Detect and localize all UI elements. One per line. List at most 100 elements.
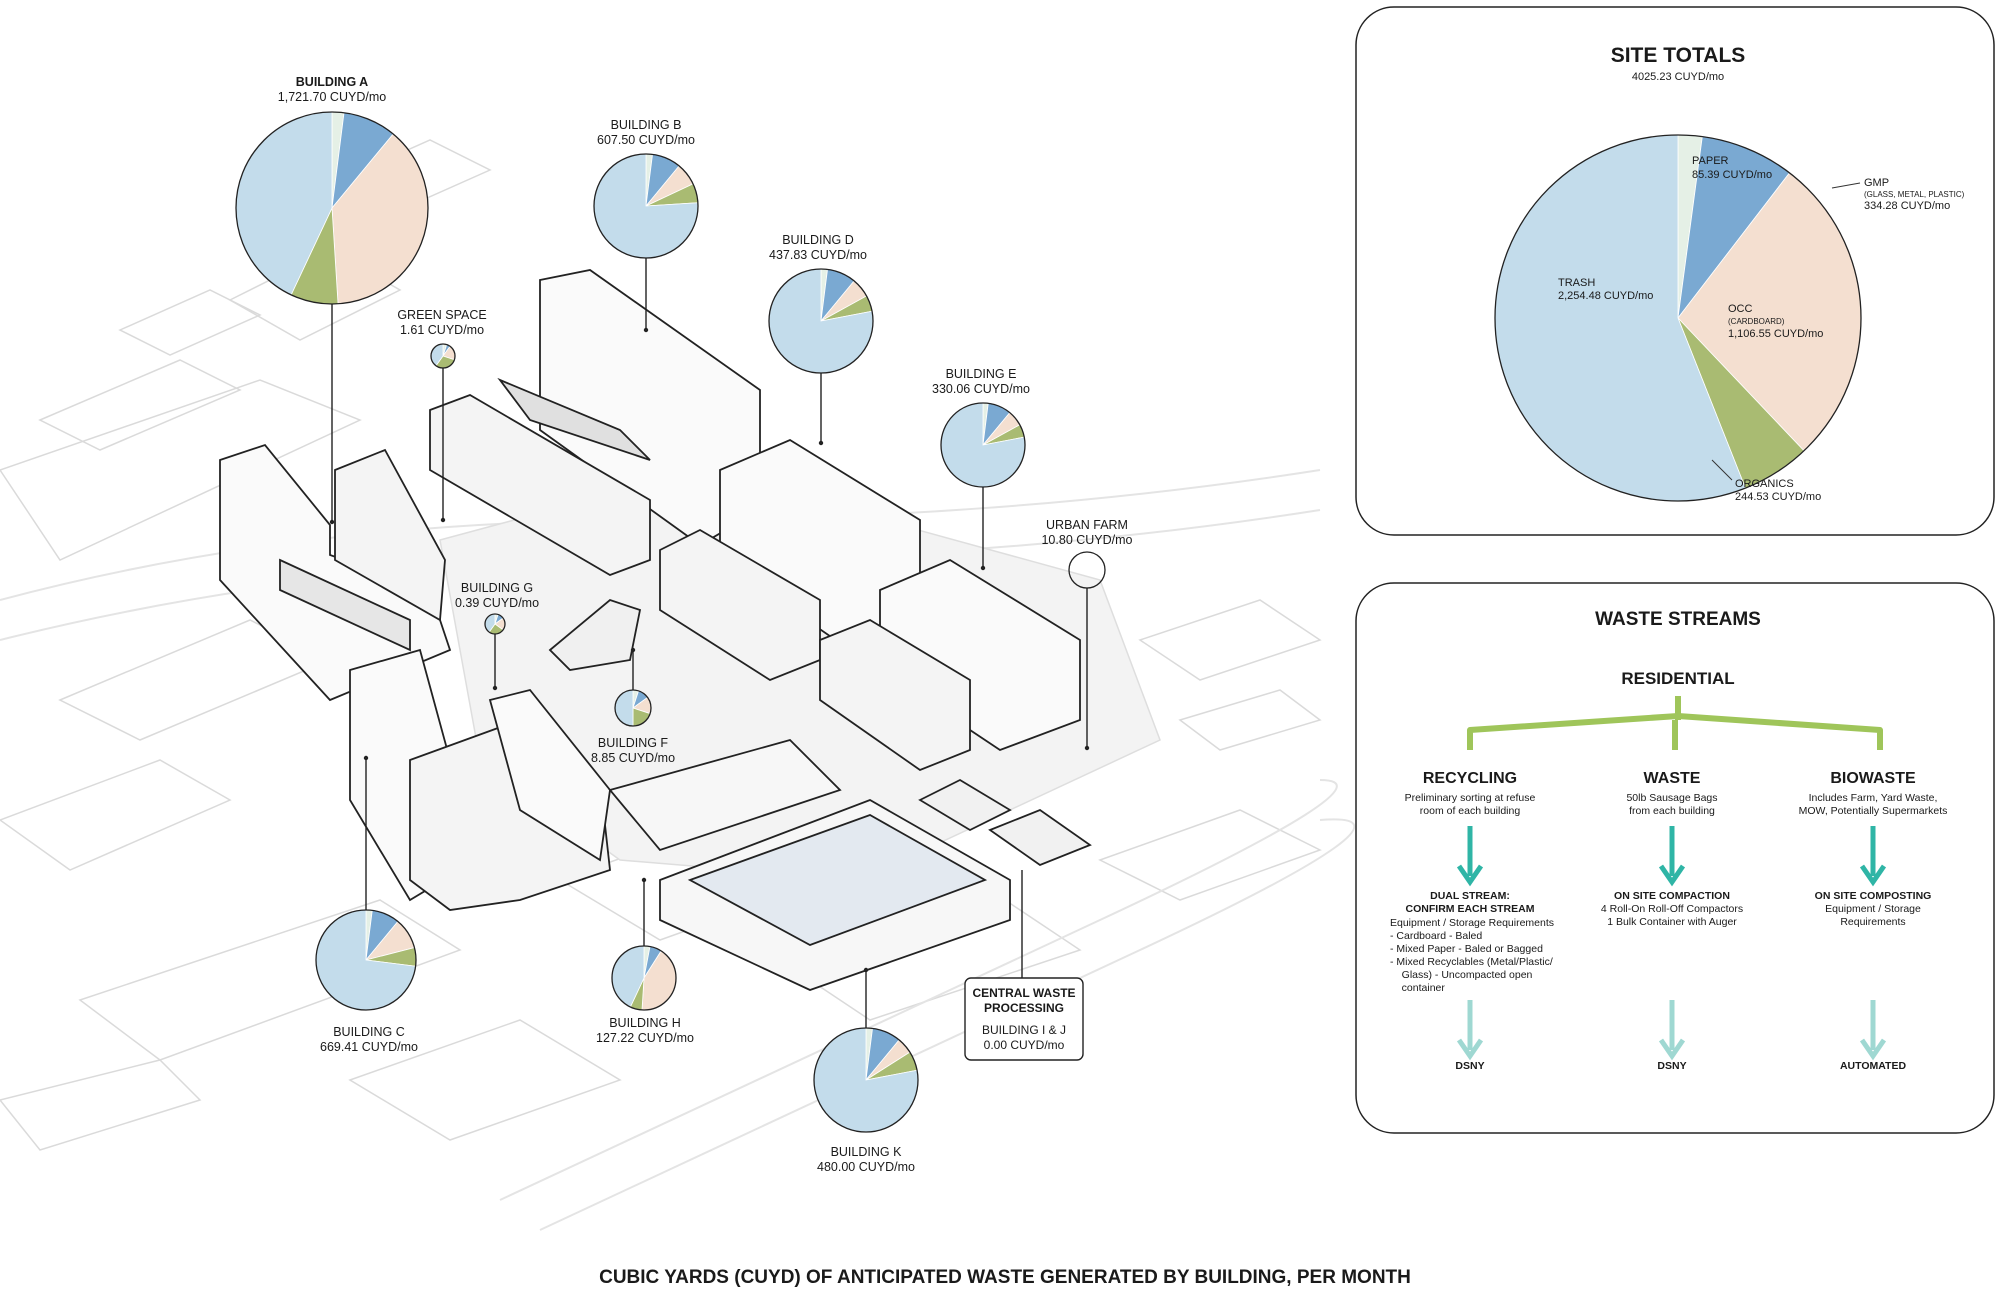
leader-dot-g (492, 685, 498, 691)
biowaste-desc-2: MOW, Potentially Supermarkets (1799, 805, 1948, 817)
building-e-mass (819, 558, 1081, 772)
building-f-mass (548, 598, 642, 671)
recycling-step-title-1: DUAL STREAM: (1430, 890, 1510, 902)
recycling-title: RECYCLING (1423, 770, 1517, 787)
recycling-desc-2: room of each building (1420, 805, 1521, 817)
building-h-name: BUILDING H (609, 1016, 681, 1030)
site-totals-title: SITE TOTALS (1611, 44, 1746, 67)
building-c-value: 669.41 CUYD/mo (320, 1040, 418, 1054)
recycling-step-line: - Mixed Paper - Baled or Bagged (1390, 943, 1543, 955)
recycling-step-line: container (1390, 982, 1445, 994)
building-e-value: 330.06 CUYD/mo (932, 382, 1030, 396)
pie-e (940, 402, 1026, 488)
central-title-2: PROCESSING (984, 1001, 1064, 1015)
waste-arrow-bottom (1658, 1000, 1686, 1061)
building-h-value: 127.22 CUYD/mo (596, 1031, 694, 1045)
organics-leader (1711, 459, 1733, 481)
waste-streams-title: WASTE STREAMS (1595, 609, 1761, 630)
leader-dot-gs (440, 517, 446, 523)
pie-b (593, 153, 699, 259)
occ-sublabel: (CARDBOARD) (1728, 317, 1785, 326)
figure-caption: CUBIC YARDS (CUYD) OF ANTICIPATED WASTE … (599, 1267, 1411, 1288)
urban-farm-value: 10.80 CUYD/mo (1041, 533, 1132, 547)
biowaste-desc-1: Includes Farm, Yard Waste, (1809, 792, 1938, 804)
occ-label: OCC (1728, 303, 1753, 315)
recycling-arrow-bottom (1456, 1000, 1484, 1061)
pie-a (235, 111, 429, 305)
biowaste-step-line: Requirements (1840, 916, 1905, 928)
building-d-name: BUILDING D (782, 233, 854, 247)
recycling-step-line: Glass) - Uncompacted open (1390, 969, 1533, 981)
pie-gs (430, 343, 456, 369)
leader-dot-c (363, 755, 369, 761)
central-title-1: CENTRAL WASTE (972, 986, 1075, 1000)
building-a-name: BUILDING A (296, 75, 368, 89)
site-totals-outline (1494, 134, 1862, 502)
leader-dot-e (980, 565, 986, 571)
central-building-value: 0.00 CUYD/mo (984, 1038, 1065, 1052)
building-b-mass (429, 269, 761, 576)
leader-dot-a (329, 519, 335, 525)
pie-k (813, 1027, 919, 1133)
building-f-name: BUILDING F (598, 736, 669, 750)
paper-label: PAPER (1692, 155, 1729, 167)
building-a-value: 1,721.70 CUYD/mo (278, 90, 386, 104)
pie-g (484, 613, 506, 635)
leader-lines (329, 258, 1090, 1028)
recycling-end: DSNY (1455, 1060, 1484, 1072)
waste-end: DSNY (1657, 1060, 1686, 1072)
building-ij-mass (918, 778, 1092, 867)
building-c-name: BUILDING C (333, 1025, 405, 1039)
building-a-mass (219, 443, 452, 702)
pie-d (768, 268, 874, 374)
building-c-mass (349, 648, 611, 911)
building-h-mass (608, 738, 842, 852)
waste-step-title: ON SITE COMPACTION (1614, 890, 1730, 902)
building-pies (235, 111, 1106, 1133)
stream-recycling: RECYCLING Preliminary sorting at refuse … (1390, 770, 1554, 1072)
recycling-step-line: - Cardboard - Baled (1390, 930, 1482, 942)
biowaste-title: BIOWASTE (1830, 770, 1916, 787)
recycling-step-line: - Mixed Recyclables (Metal/Plastic/ (1390, 956, 1553, 968)
trash-label: TRASH (1558, 277, 1595, 289)
building-b-value: 607.50 CUYD/mo (597, 133, 695, 147)
biowaste-step-title: ON SITE COMPOSTING (1815, 890, 1932, 902)
building-labels: BUILDING A 1,721.70 CUYD/mo BUILDING B 6… (278, 75, 1133, 1174)
waste-arrow-top (1658, 826, 1686, 887)
building-g-name: BUILDING G (461, 581, 533, 595)
leader-dot-d (818, 440, 824, 446)
gmp-label: GMP (1864, 177, 1889, 189)
pie-h (611, 945, 677, 1011)
organics-value: 244.53 CUYD/mo (1735, 491, 1821, 503)
trash-value: 2,254.48 CUYD/mo (1558, 290, 1653, 302)
building-k-name: BUILDING K (831, 1145, 903, 1159)
leader-dot-h (641, 877, 647, 883)
building-k-value: 480.00 CUYD/mo (817, 1160, 915, 1174)
site-totals-labels: PAPER 85.39 CUYD/mo GMP (GLASS, METAL, P… (1558, 155, 1965, 503)
paper-value: 85.39 CUYD/mo (1692, 169, 1772, 181)
waste-step-line: 1 Bulk Container with Auger (1607, 916, 1737, 928)
leader-dot-b (643, 327, 649, 333)
gmp-value: 334.28 CUYD/mo (1864, 200, 1950, 212)
central-waste-callout: CENTRAL WASTE PROCESSING BUILDING I & J … (964, 870, 1084, 1061)
pie-c (315, 909, 417, 1011)
building-b-name: BUILDING B (611, 118, 682, 132)
building-e-name: BUILDING E (946, 367, 1017, 381)
waste-title: WASTE (1644, 770, 1701, 787)
organics-label: ORGANICS (1735, 478, 1794, 490)
recycling-step-title-2: CONFIRM EACH STREAM (1406, 903, 1535, 915)
building-k-mass (659, 799, 1011, 991)
building-masses (219, 269, 1092, 991)
central-building-name: BUILDING I & J (982, 1023, 1066, 1037)
leader-dot-k (863, 967, 869, 973)
gmp-sublabel: (GLASS, METAL, PLASTIC) (1864, 190, 1965, 199)
building-f-value: 8.85 CUYD/mo (591, 751, 675, 765)
site-totals-pie (1494, 134, 1862, 502)
recycling-arrow-top (1456, 826, 1484, 887)
urban-farm-name: URBAN FARM (1046, 518, 1128, 532)
gmp-leader (1831, 182, 1861, 189)
building-g-value: 0.39 CUYD/mo (455, 596, 539, 610)
leader-dot-f (630, 647, 636, 653)
site-totals-subtitle: 4025.23 CUYD/mo (1632, 71, 1724, 83)
